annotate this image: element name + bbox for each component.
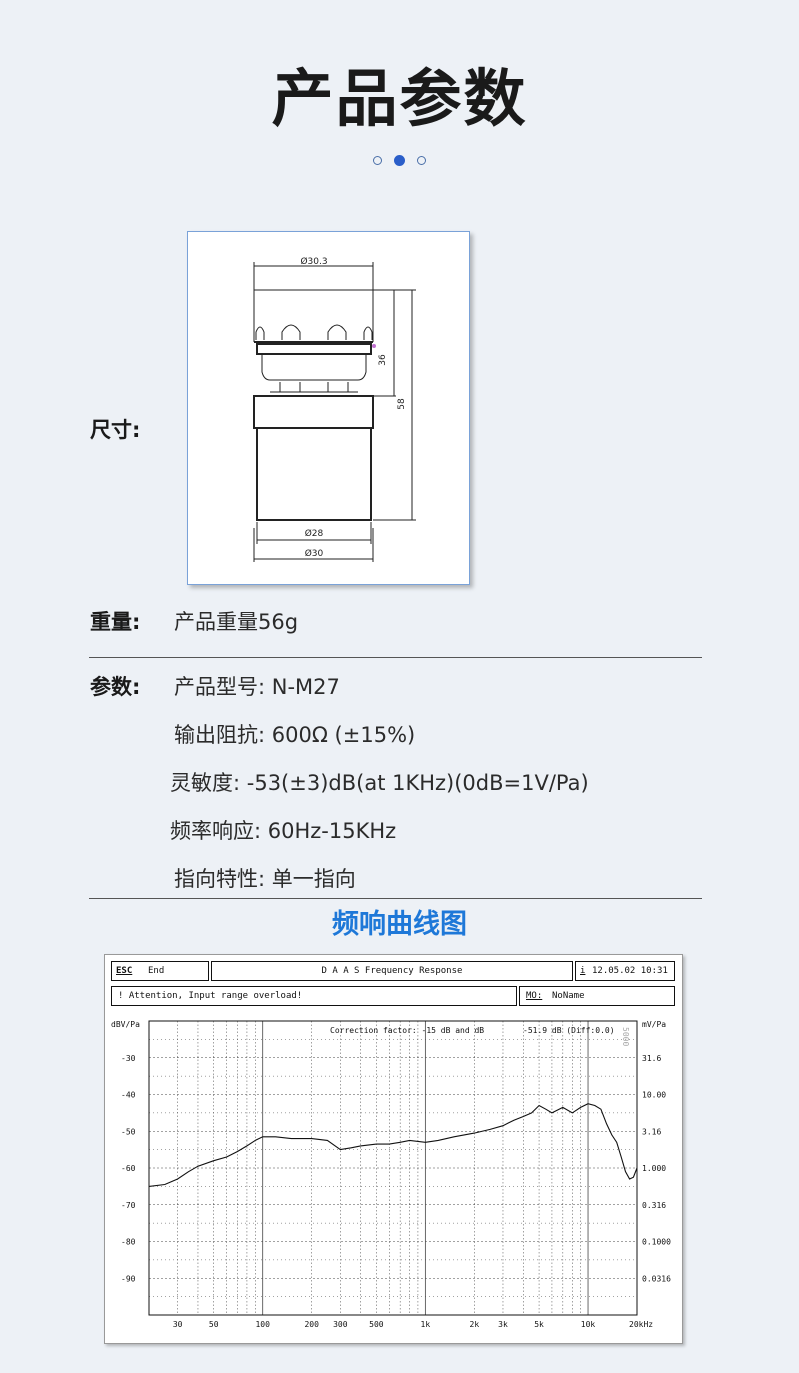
chart-grid xyxy=(148,1021,638,1315)
param-polar-pattern: 指向特性: 单一指向 xyxy=(174,867,356,891)
daas-header-text: D A A S Frequency Response xyxy=(321,966,463,976)
y-tick-label-right: 31.6 xyxy=(642,1054,661,1063)
y-tick-label-left: -70 xyxy=(121,1201,136,1210)
x-tick-label: 200 xyxy=(304,1320,319,1329)
end-label: End xyxy=(148,966,165,976)
carousel-dots xyxy=(0,150,799,169)
mo-value: NoName xyxy=(552,991,585,1001)
datetime-box: i 12.05.02 10:31 xyxy=(575,961,675,981)
dim-height-36: 36 xyxy=(378,354,388,366)
x-tick-label: 10k xyxy=(581,1320,596,1329)
dim-diameter-30: Ø30 xyxy=(305,548,324,559)
dim-top-diameter: Ø30.3 xyxy=(300,256,327,267)
page-title: 产品参数 xyxy=(271,62,528,135)
y-tick-label-left: -30 xyxy=(121,1054,136,1063)
param-impedance: 输出阻抗: 600Ω (±15%) xyxy=(174,723,416,747)
dim-diameter-28: Ø28 xyxy=(305,528,324,539)
esc-key: ESC xyxy=(116,966,133,976)
param-sensitivity: 灵敏度: -53(±3)dB(at 1KHz)(0dB=1V/Pa) xyxy=(170,771,589,795)
weight-label: 重量: xyxy=(90,610,141,634)
x-tick-label: 20kHz xyxy=(629,1320,653,1329)
x-tick-label: 3k xyxy=(498,1320,508,1329)
params-label: 参数: xyxy=(90,675,141,699)
divider xyxy=(89,657,702,658)
esc-end-box[interactable]: ESC End xyxy=(111,961,209,981)
x-tick-label: 5k xyxy=(534,1320,544,1329)
frequency-response-chart: dBV/Pa mV/Pa Correction factor: -15 dB a… xyxy=(111,1020,671,1329)
weight-value: 产品重量56g xyxy=(174,610,299,634)
x-tick-label: 1k xyxy=(421,1320,431,1329)
x-tick-label: 500 xyxy=(369,1320,384,1329)
measure-text: -51.9 dB (Diff:0.0) xyxy=(523,1026,615,1035)
right-unit: mV/Pa xyxy=(642,1020,666,1029)
daas-header: D A A S Frequency Response xyxy=(211,961,573,981)
series-line-response xyxy=(148,1103,638,1187)
datetime: 12.05.02 10:31 xyxy=(592,966,668,976)
curve-title: 频响曲线图 xyxy=(332,909,467,940)
side-tag: 5000 xyxy=(621,1027,630,1046)
param-model: 产品型号: N-M27 xyxy=(174,675,340,699)
y-tick-label-left: -60 xyxy=(121,1164,136,1173)
warning-text: ! Attention, Input range overload! xyxy=(118,991,303,1001)
info-icon: i xyxy=(580,966,586,976)
x-tick-label: 300 xyxy=(333,1320,348,1329)
y-tick-label-left: -40 xyxy=(121,1091,136,1100)
y-tick-label-right: 3.16 xyxy=(642,1127,661,1136)
y-tick-label-left: -80 xyxy=(121,1238,136,1247)
y-tick-label-left: -90 xyxy=(121,1274,136,1283)
mo-box: MO: NoName xyxy=(519,986,675,1006)
y-tick-label-right: 10.00 xyxy=(642,1091,666,1100)
dim-height-58: 58 xyxy=(397,398,407,410)
y-tick-label-left: -50 xyxy=(121,1127,136,1136)
frequency-response-screen: ESC End D A A S Frequency Response i 12.… xyxy=(104,954,683,1344)
y-tick-label-right: 0.316 xyxy=(642,1201,666,1210)
dimension-drawing: Ø30.3 36 58 Ø28 Ø30 xyxy=(187,231,470,585)
correction-text: Correction factor: -15 dB and dB xyxy=(330,1026,484,1035)
y-tick-label-right: 1.000 xyxy=(642,1164,666,1173)
x-tick-label: 50 xyxy=(209,1320,219,1329)
capsule-drawing: Ø30.3 36 58 Ø28 Ø30 xyxy=(253,256,416,562)
size-label: 尺寸: xyxy=(90,418,141,442)
carousel-dot-active[interactable] xyxy=(394,155,405,166)
left-unit: dBV/Pa xyxy=(111,1020,140,1029)
x-tick-label: 100 xyxy=(255,1320,270,1329)
mo-key: MO: xyxy=(526,991,543,1001)
x-tick-label: 30 xyxy=(173,1320,183,1329)
divider xyxy=(89,898,702,899)
warning-box: ! Attention, Input range overload! xyxy=(111,986,517,1006)
carousel-dot[interactable] xyxy=(373,156,382,165)
y-tick-label-right: 0.0316 xyxy=(642,1274,671,1283)
y-tick-label-right: 0.1000 xyxy=(642,1238,671,1247)
x-tick-label: 2k xyxy=(470,1320,480,1329)
param-frequency-response: 频率响应: 60Hz-15KHz xyxy=(170,819,397,843)
carousel-dot[interactable] xyxy=(417,156,426,165)
